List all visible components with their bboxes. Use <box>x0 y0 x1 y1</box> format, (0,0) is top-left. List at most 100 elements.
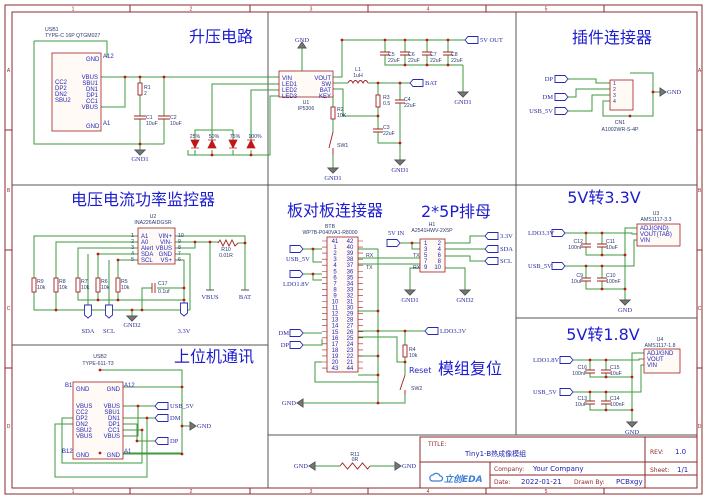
junction-dot <box>136 404 140 408</box>
pin-number: 8 <box>438 259 442 265</box>
junction-dot <box>600 264 604 268</box>
net-scl: SCL <box>500 258 512 265</box>
junction-dot <box>584 264 588 268</box>
net-dp: DP <box>281 342 290 349</box>
boost-r2-ref: R2 <box>337 107 344 113</box>
pin-number: 11 <box>332 306 339 312</box>
monitor-resistors-4-value: 10k <box>121 285 130 291</box>
junction-dot <box>425 38 429 42</box>
btb-ref: BTB <box>325 224 336 230</box>
pin-number: 1 <box>333 245 337 251</box>
boost-sw1: SW1 <box>337 143 348 149</box>
plug-cn1-pins-0: 1 <box>613 81 616 87</box>
section-title-plug: 插件连接器 <box>572 28 652 47</box>
net-flag-icon <box>289 341 304 349</box>
junction-dot <box>311 272 315 276</box>
junction-dot <box>403 329 407 333</box>
junction-dot <box>446 63 450 67</box>
ground-icon <box>308 461 316 471</box>
pin-number: 4 <box>333 263 337 269</box>
net-flag-icon <box>551 262 566 270</box>
pin-number: 9 <box>424 265 428 271</box>
net-gnd1: GND1 <box>324 175 341 182</box>
pc-comm-usb2-pins-left-5: VBUS <box>76 434 92 440</box>
reset-label: Reset <box>409 366 431 375</box>
ldo33-caps-3-ref: C10 <box>606 273 616 279</box>
pin-number: 8 <box>178 245 181 251</box>
pin-number: 1 <box>131 233 134 239</box>
pin-number: 10 <box>178 233 184 239</box>
boost-u1-pins-left-0: VIN <box>282 76 292 82</box>
boost-r1-value: 2 <box>144 91 147 97</box>
pin-number: 31 <box>347 300 354 306</box>
pin-number: 4 <box>131 251 134 257</box>
led-label: 75% <box>230 134 241 140</box>
junction-dot <box>604 358 608 362</box>
led-label: 25% <box>190 134 201 140</box>
pc-comm-usb2-pins-left-2: DP2 <box>76 416 88 422</box>
net-flag-icon <box>289 270 304 278</box>
pc-comm-usb2-ref: USB2 <box>93 354 107 360</box>
junction-dot <box>398 141 402 145</box>
boost-u1-part: IP5306 <box>298 106 315 112</box>
junction-dot <box>376 354 380 358</box>
pc-comm-usb2-pins-right-2: DN1 <box>108 416 121 422</box>
pc-comm-usb2-pins-right-3: DP1 <box>108 422 120 428</box>
net-gnd2: GND2 <box>123 322 140 329</box>
net-flag-icon <box>554 107 569 115</box>
pin-number: 3 <box>131 245 134 251</box>
plug-cn1-ref: CN1 <box>615 120 625 126</box>
net-flag-icon <box>484 232 499 240</box>
junction-dot <box>180 424 184 428</box>
r11-resistor <box>339 462 371 470</box>
r4-resistor <box>402 344 408 358</box>
ldo18-caps-0-value: 100nF <box>572 371 587 377</box>
pin-number: 4 <box>438 247 442 253</box>
boost-u1-pins-left-1: LED1 <box>282 82 298 88</box>
section-title-header: 2*5P排母 <box>421 202 491 221</box>
pin-number: 14 <box>332 324 339 330</box>
frame-row-label: C <box>698 306 702 312</box>
pin-number: 13 <box>332 318 339 324</box>
section-title-ldo18: 5V转1.8V <box>566 325 640 344</box>
header-ref: H1 <box>429 222 436 228</box>
pin-number: 5 <box>333 269 337 275</box>
boost-c4-value: 22uF <box>404 103 416 109</box>
components <box>31 51 681 470</box>
ground-icon <box>125 315 139 322</box>
monitor-resistors-3-value: 10k <box>101 285 110 291</box>
monitor-c17-value: 0.1uf <box>158 289 170 295</box>
junction-dot <box>584 231 588 235</box>
boost-r2-value: 10K <box>337 113 347 119</box>
pin-label: SBU1 <box>82 81 98 87</box>
title-block <box>419 436 698 489</box>
pc-comm-usb2-pins-left-3: DN2 <box>76 422 89 428</box>
pin-number: 8 <box>333 287 337 293</box>
pin-number: 2 <box>333 251 337 257</box>
pc-comm-usb2-gnd: GND <box>107 453 121 459</box>
net-flag-icon <box>84 304 92 319</box>
junction-dot <box>249 153 253 157</box>
pin-number: 6 <box>178 257 181 263</box>
pin-number: 7 <box>424 259 428 265</box>
net-flag-icon <box>424 327 439 335</box>
boost-c4-ref: C4 <box>404 97 411 103</box>
frame-row-label: A <box>7 68 11 74</box>
net-tx: TX <box>366 265 373 271</box>
sw2-switch <box>399 374 406 395</box>
net-flag-icon <box>386 239 401 247</box>
junction-dot <box>340 38 344 42</box>
r3-resistor <box>375 94 381 108</box>
boost-caps-out-3-ref: C8 <box>451 52 458 58</box>
c4-capacitor <box>395 99 405 104</box>
boost-caps-out-0-value: 22uF <box>388 58 400 64</box>
net-rx: RX <box>413 265 421 271</box>
net-usb-5v: USB_5V <box>529 108 553 115</box>
net-ldo3-3v: LDO3.3V <box>528 230 554 237</box>
frame-column-label: 2 <box>190 7 193 13</box>
net-dm: DM <box>279 330 290 337</box>
pin-number: 20 <box>332 360 339 366</box>
document-title: Tiny1-B热成像模组 <box>464 449 526 458</box>
net-gnd1: GND1 <box>401 297 418 304</box>
